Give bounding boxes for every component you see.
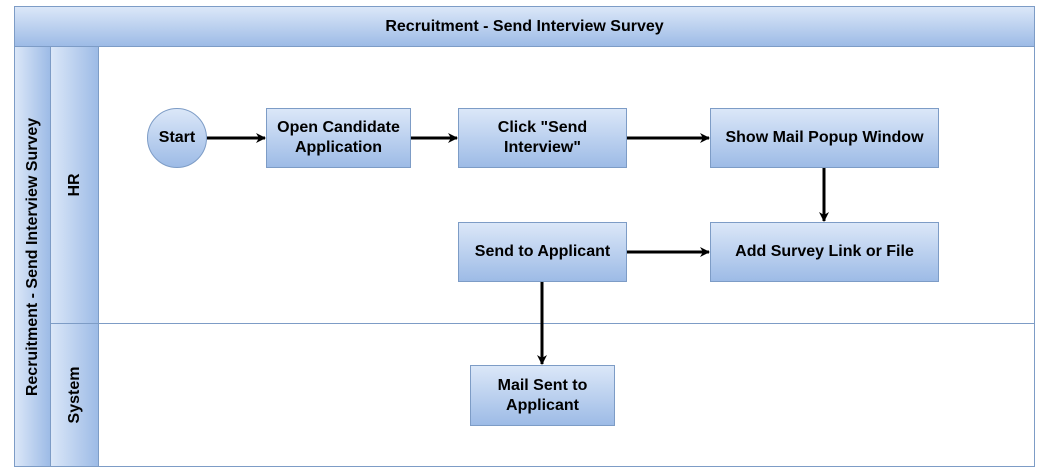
lane-header-hr: HR — [50, 46, 99, 324]
send-to-applicant-label: Send to Applicant — [474, 243, 611, 260]
open-candidate-application-task[interactable]: Open Candidate Application — [266, 108, 411, 168]
click-send-label: Click "Send Interview" — [497, 119, 588, 156]
pool-side-strip: Recruitment - Send Interview Survey — [14, 46, 51, 467]
lane-label-hr: HR — [65, 173, 83, 197]
mail-sent-task[interactable]: Mail Sent to Applicant — [470, 365, 615, 426]
open-candidate-label: Open Candidate Application — [277, 119, 400, 156]
mail-sent-label: Mail Sent to Applicant — [497, 376, 588, 414]
start-label: Start — [158, 129, 196, 146]
show-mail-popup-label: Show Mail Popup Window — [725, 129, 924, 146]
click-send-interview-task[interactable]: Click "Send Interview" — [458, 108, 627, 168]
lane-body-hr — [98, 46, 1035, 324]
add-survey-label: Add Survey Link or File — [735, 243, 914, 260]
start-event[interactable]: Start — [147, 108, 207, 168]
send-to-applicant-task[interactable]: Send to Applicant — [458, 222, 627, 282]
add-survey-link-task[interactable]: Add Survey Link or File — [710, 222, 939, 282]
lane-label-system: System — [65, 366, 83, 424]
pool-title-bar: Recruitment - Send Interview Survey — [14, 6, 1035, 47]
lane-header-system: System — [50, 323, 99, 467]
show-mail-popup-task[interactable]: Show Mail Popup Window — [710, 108, 939, 168]
pool-title: Recruitment - Send Interview Survey — [385, 17, 664, 35]
pool-side-label: Recruitment - Send Interview Survey — [23, 117, 41, 396]
